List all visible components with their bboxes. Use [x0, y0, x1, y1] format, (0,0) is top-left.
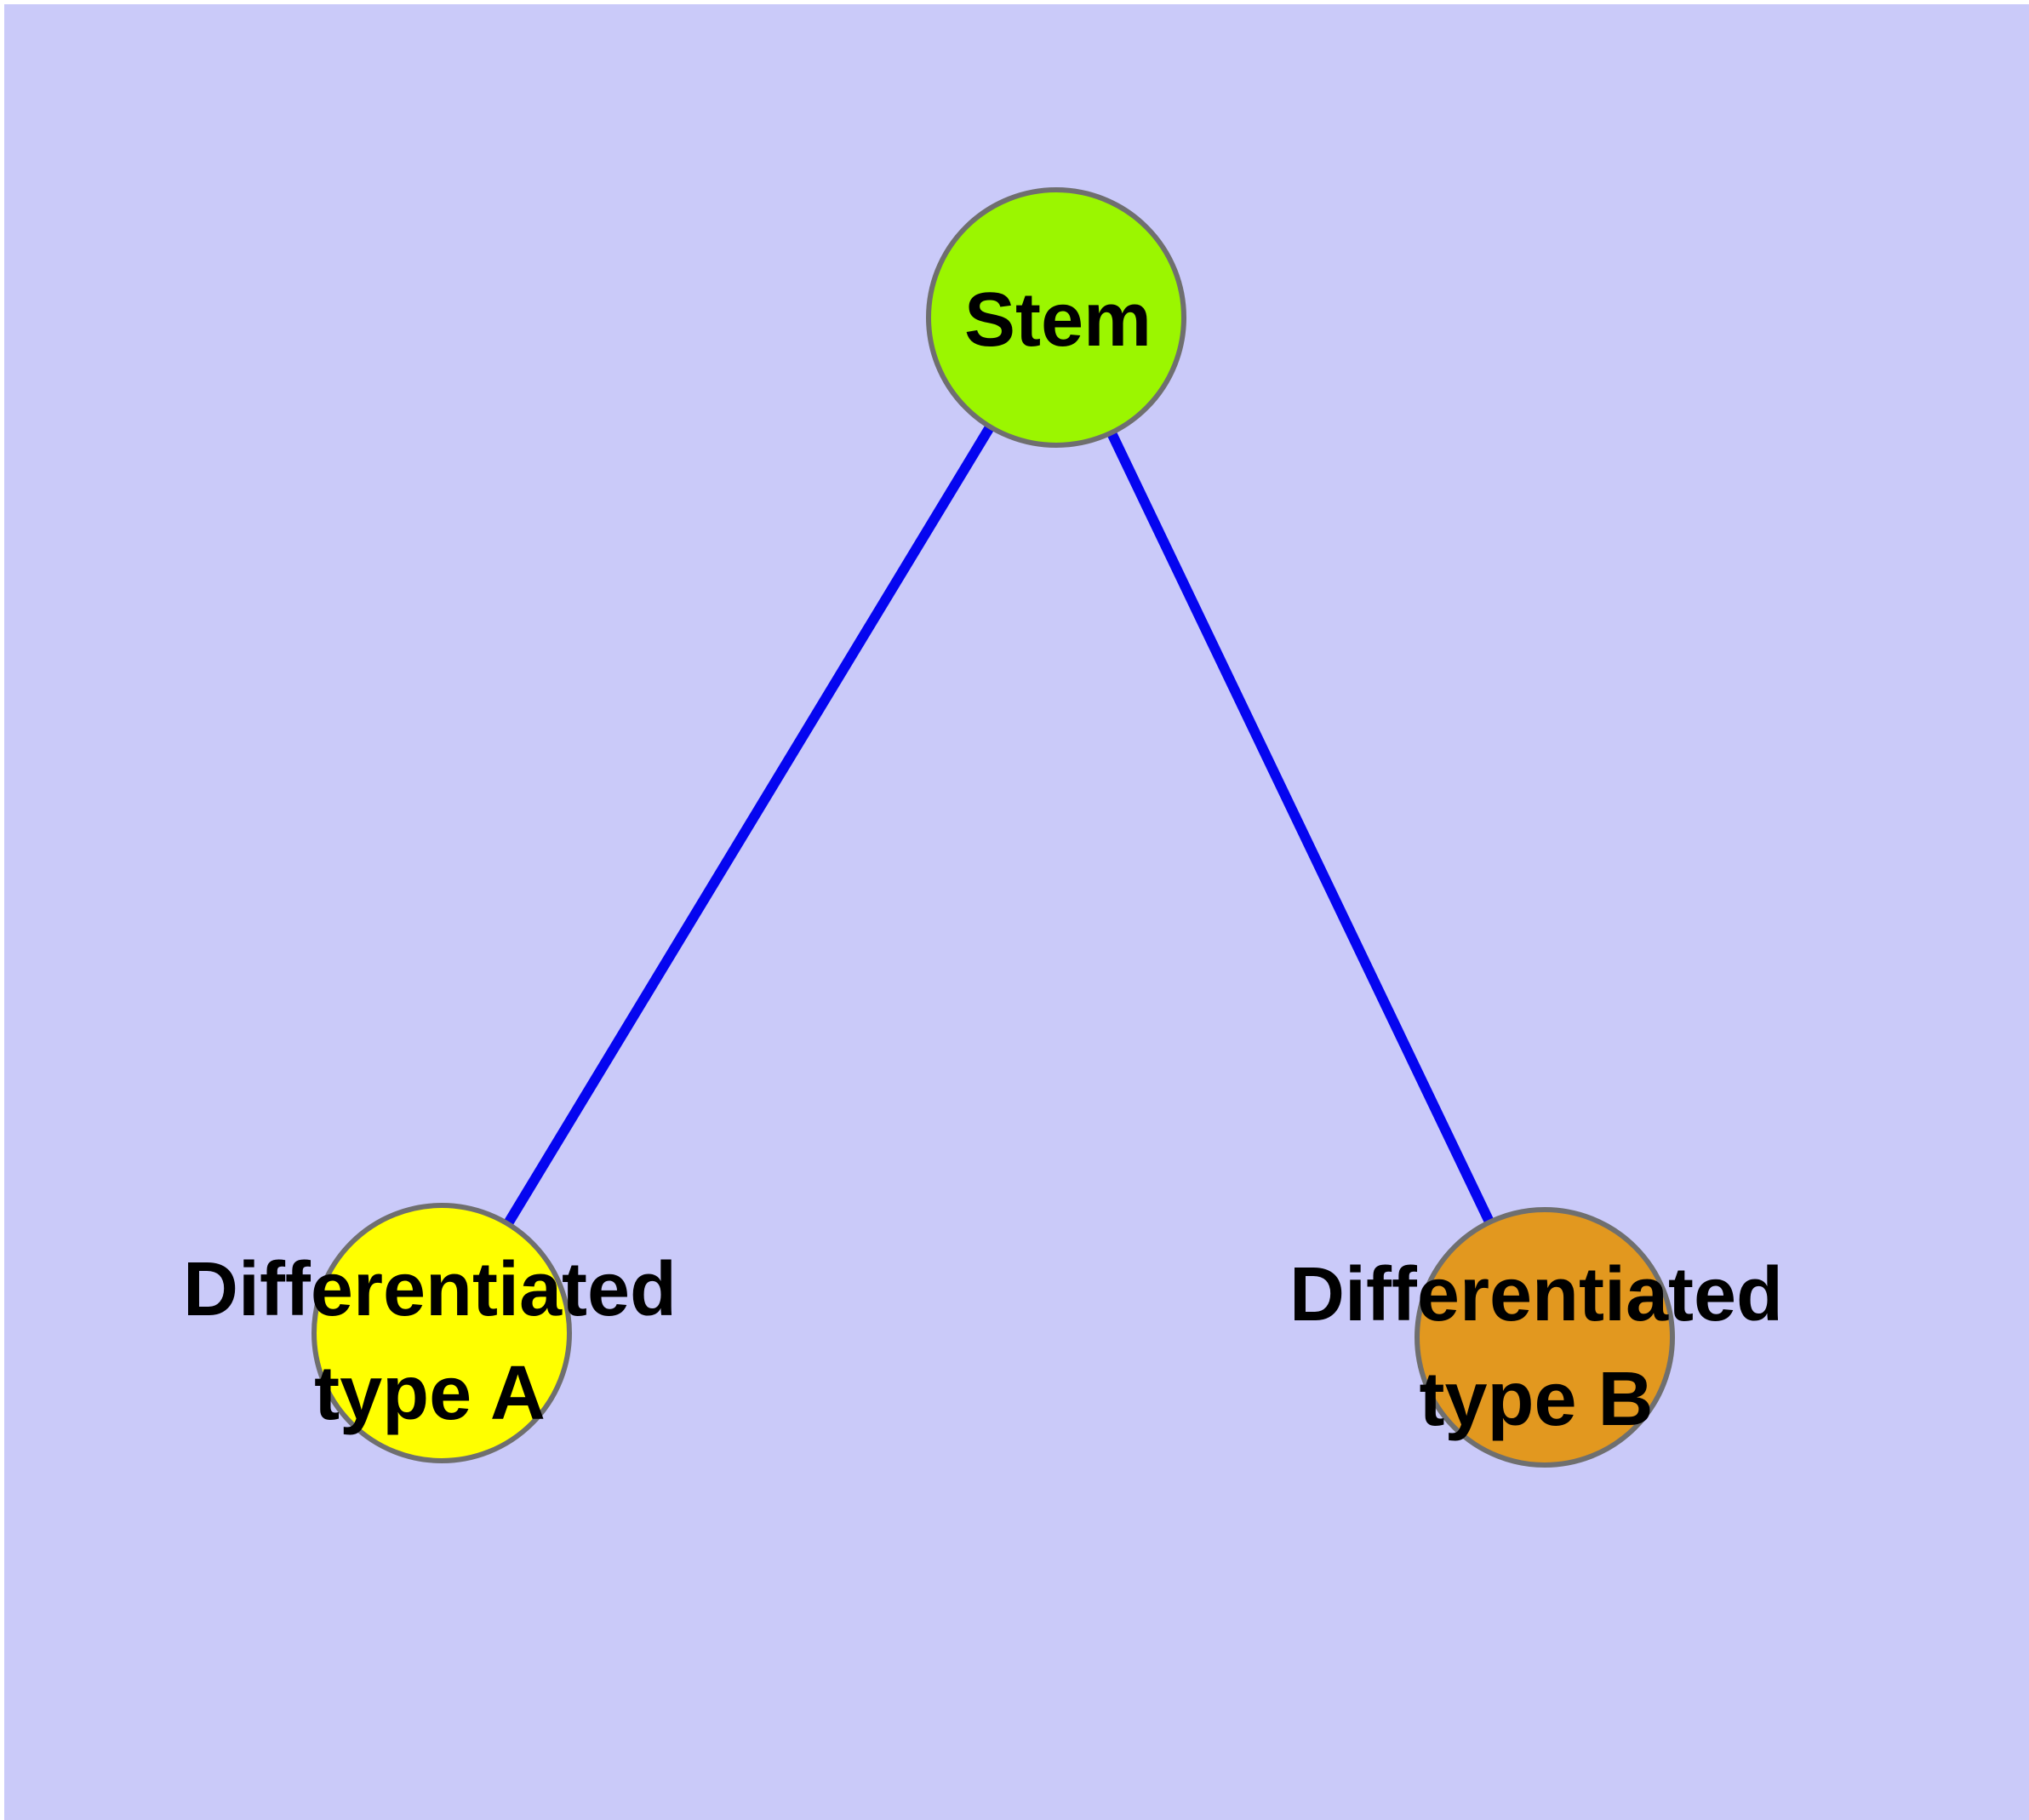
node-differentiated-type-a: Differentiated type A	[183, 1203, 677, 1463]
node-differentiated-type-a-circle	[311, 1203, 572, 1463]
node-differentiated-type-a-label-line1: Differentiated	[183, 1247, 677, 1332]
node-differentiated-type-b: Differentiated type B	[1289, 1207, 1783, 1468]
node-stem: Stem	[926, 187, 1186, 448]
node-differentiated-type-b-label-line2: type B	[1419, 1357, 1653, 1442]
node-differentiated-type-a-label-line2: type A	[314, 1351, 546, 1436]
edge-layer	[437, 314, 1550, 1340]
node-differentiated-type-b-label-line1: Differentiated	[1289, 1252, 1783, 1337]
edge-stem-to-type-a	[437, 314, 1061, 1336]
node-stem-label: Stem	[964, 278, 1152, 363]
node-differentiated-type-b-circle	[1415, 1207, 1675, 1468]
node-stem-circle	[926, 187, 1186, 448]
edge-stem-to-type-b	[1051, 315, 1550, 1340]
